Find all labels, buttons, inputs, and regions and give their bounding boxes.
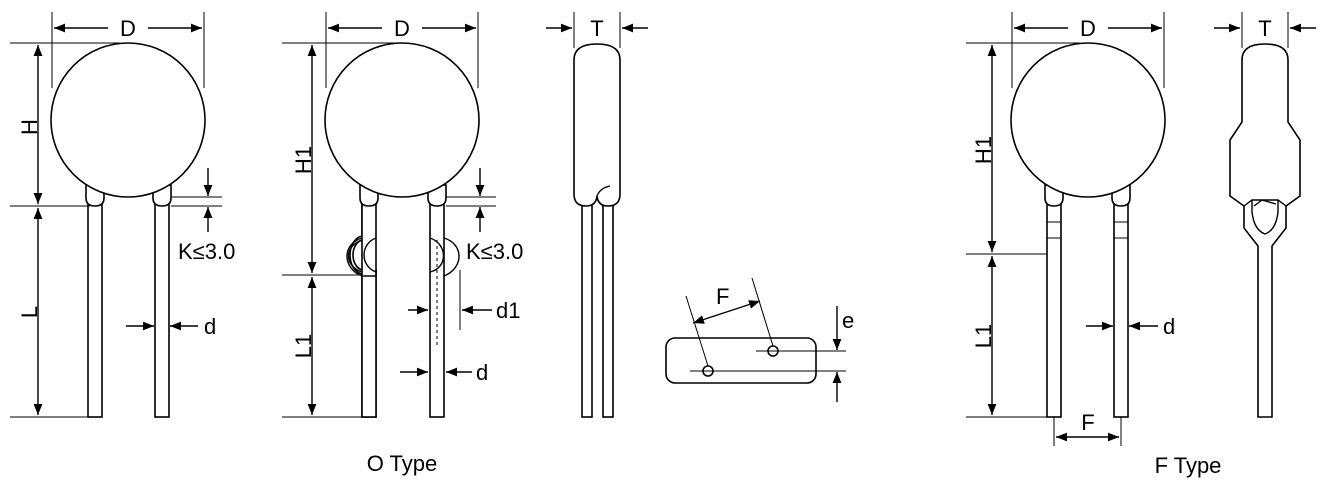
label-H: H (17, 119, 42, 135)
label-H1: H1 (971, 136, 996, 164)
disc-body (1010, 42, 1166, 198)
figure-straight-lead: D H L K≤3.0 d (10, 12, 235, 418)
label-D: D (120, 16, 136, 41)
figure-f-type: D H1 L1 d F (966, 12, 1175, 446)
f-lead-left (1046, 197, 1062, 418)
figure-bottom-view: F e (665, 277, 854, 402)
label-D: D (394, 16, 410, 41)
lead-left (87, 197, 103, 418)
disc-body (324, 42, 480, 198)
label-K-straight: K≤3.0 (178, 239, 235, 264)
label-F-bottom: F (716, 284, 729, 309)
label-e: e (842, 308, 854, 333)
label-T: T (590, 16, 603, 41)
figure-f-type-side: T (1214, 12, 1316, 418)
figure-o-type: D H1 L1 K≤3.0 d1 d (282, 12, 523, 418)
lead-right (154, 197, 170, 418)
side-lead-right (602, 197, 614, 418)
caption-o-type: O Type (367, 451, 438, 476)
label-d1: d1 (496, 298, 520, 323)
label-T: T (1258, 16, 1271, 41)
label-H1: H1 (291, 146, 316, 174)
f-lead-right (1113, 197, 1129, 418)
label-d-f-type: d (1163, 314, 1175, 339)
label-L1: L1 (291, 334, 316, 358)
label-L1: L1 (971, 324, 996, 348)
side-body (573, 43, 621, 207)
caption-f-type: F Type (1155, 453, 1222, 478)
side-lead-left (581, 197, 593, 418)
label-D: D (1080, 16, 1096, 41)
figure-side-view: T (546, 12, 648, 418)
label-L: L (17, 306, 42, 318)
label-F-f-type: F (1081, 410, 1094, 435)
label-d-straight: d (204, 314, 216, 339)
label-d-o-type: d (476, 360, 488, 385)
disc-body (50, 42, 206, 198)
bottom-body (665, 337, 817, 384)
f-side-body (1229, 43, 1301, 418)
label-K-o-type: K≤3.0 (466, 239, 523, 264)
